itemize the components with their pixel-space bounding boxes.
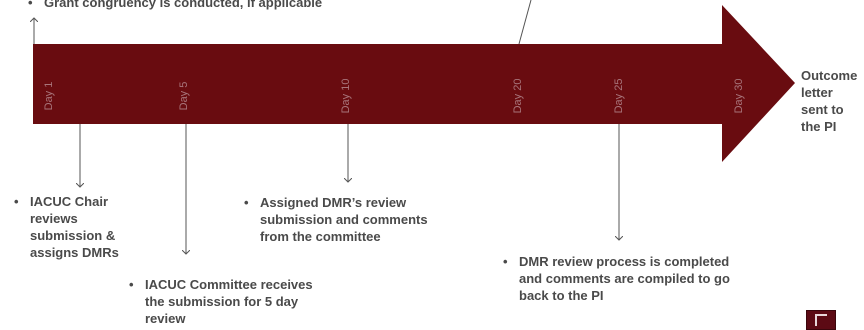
connector-top-right <box>518 0 532 45</box>
note-committee: • IACUC Committee receives the submissio… <box>129 276 315 327</box>
note-chair: • IACUC Chair reviews submission & assig… <box>14 193 138 261</box>
bullet-glyph: • <box>244 195 249 210</box>
bullet-glyph: • <box>503 254 508 269</box>
note-dmr-assigned-text: Assigned DMR’s review submission and com… <box>260 195 428 244</box>
note-grant-congruency-text: Grant congruency is conducted, if applic… <box>44 0 323 10</box>
bullet-glyph: • <box>129 277 134 292</box>
note-dmr-complete: • DMR review process is completed and co… <box>503 253 739 304</box>
note-grant-congruency: • Grant congruency is conducted, if appl… <box>28 0 444 11</box>
day-label-1: Day 1 <box>43 82 55 111</box>
day-label-5: Day 25 <box>613 79 625 114</box>
day-label-6: Day 30 <box>733 79 745 114</box>
note-dmr-complete-text: DMR review process is completed and comm… <box>519 254 730 303</box>
day-label-4: Day 20 <box>512 79 524 114</box>
bullet-glyph: • <box>28 0 33 10</box>
note-dmr-assigned: • Assigned DMR’s review submission and c… <box>244 194 460 245</box>
university-logo <box>806 310 836 330</box>
outcome-label: Outcome letter sent to the PI <box>801 68 858 134</box>
timeline-arrow <box>33 5 795 162</box>
bullet-glyph: • <box>14 194 19 209</box>
day-label-3: Day 10 <box>340 79 352 114</box>
note-chair-text: IACUC Chair reviews submission & assigns… <box>30 194 119 260</box>
note-committee-text: IACUC Committee receives the submission … <box>145 277 313 326</box>
day-label-2: Day 5 <box>178 82 190 111</box>
logo-mark-icon <box>815 314 827 326</box>
